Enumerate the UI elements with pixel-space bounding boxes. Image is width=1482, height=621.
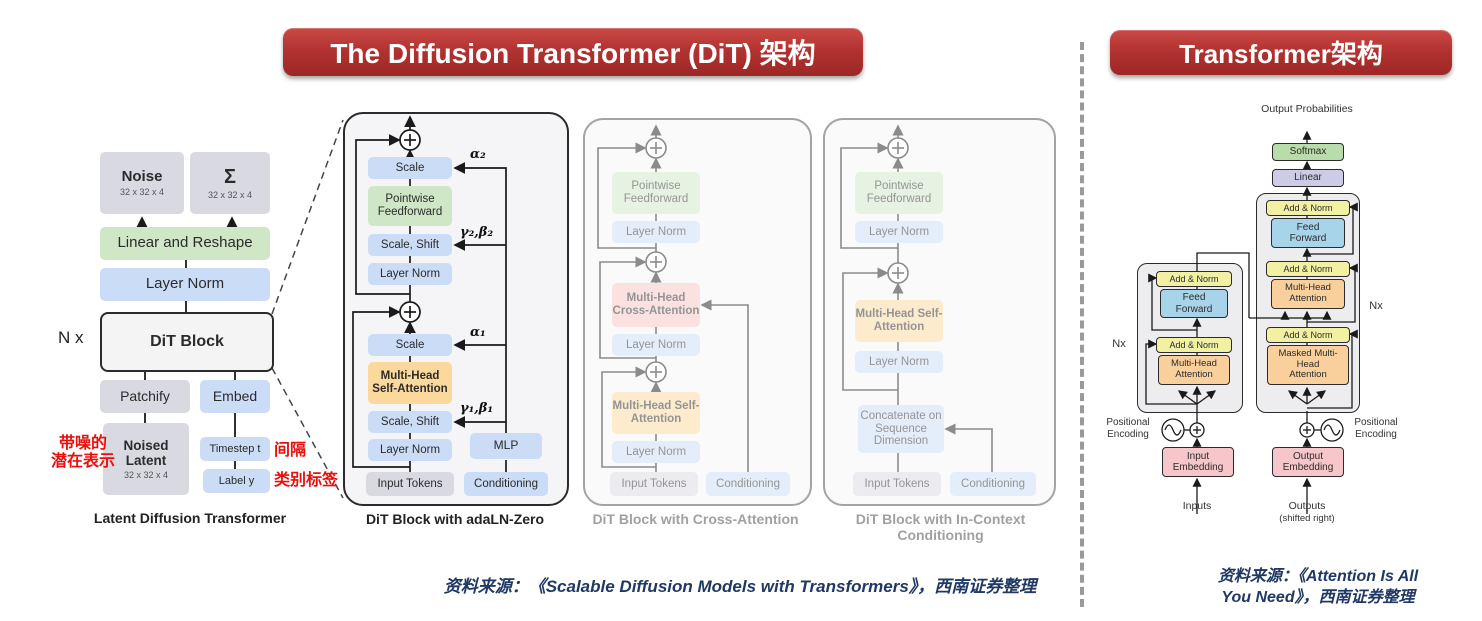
sigma-label: Σ bbox=[223, 166, 236, 189]
multi-head-attention-label: Multi-Head Attention bbox=[1285, 282, 1331, 304]
n-x-label: N x bbox=[58, 328, 84, 347]
decoder-add-norm-mid: Add & Norm bbox=[1266, 261, 1350, 277]
alpha2-label: α₂ bbox=[470, 147, 486, 162]
outputs-line2: (shifted right) bbox=[1279, 512, 1335, 524]
output-probabilities-label: Output Probabilities bbox=[1261, 103, 1353, 115]
label-annotation: 类别标签 bbox=[274, 470, 339, 489]
scale-box-upper: Scale bbox=[368, 157, 452, 179]
masked-mha-label: Masked Multi-Head Attention bbox=[1278, 348, 1338, 381]
layer-norm-box-upper: Layer Norm bbox=[368, 263, 452, 285]
transformer-title-banner: Transformer架构 bbox=[1110, 30, 1452, 75]
nx-label-right: Nx bbox=[1369, 300, 1383, 312]
incontext-pointwise-feedforward-box: Pointwise Feedforward bbox=[855, 172, 943, 214]
mlp-box: MLP bbox=[470, 433, 542, 459]
output-embedding-label: Output Embedding bbox=[1282, 450, 1334, 473]
multi-head-cross-attention-box: Multi-Head Cross-Attention bbox=[612, 283, 700, 327]
encoder-add-norm-top: Add & Norm bbox=[1156, 271, 1232, 287]
embed-box: Embed bbox=[200, 380, 270, 413]
input-tokens-box: Input Tokens bbox=[366, 472, 454, 496]
softmax-box: Softmax bbox=[1272, 143, 1344, 161]
gamma-beta2-label: γ₂,β₂ bbox=[460, 225, 494, 240]
encoder-multi-head-attention-box: Multi-Head Attention bbox=[1158, 355, 1230, 385]
cross-layer-norm-box-1: Layer Norm bbox=[612, 441, 700, 463]
input-embedding-box: Input Embedding bbox=[1162, 447, 1234, 477]
cross-caption: DiT Block with Cross-Attention bbox=[592, 511, 799, 527]
incontext-conditioning-box: Conditioning bbox=[950, 472, 1036, 496]
cross-layer-norm-box-3: Layer Norm bbox=[612, 221, 700, 243]
positional-encoding-label-right: Positional Encoding bbox=[1354, 417, 1398, 440]
source-line1: 资料来源：《Attention Is All bbox=[1217, 568, 1419, 585]
layer-norm-box-lower: Layer Norm bbox=[368, 439, 452, 461]
noised-latent-label: Noised Latent bbox=[123, 438, 169, 469]
encoder-add-norm-bottom: Add & Norm bbox=[1156, 337, 1232, 353]
annotation-line: 带噪的 bbox=[58, 433, 107, 452]
incontext-caption: DiT Block with In-Context Conditioning bbox=[855, 511, 1026, 543]
multi-head-self-attention-box: Multi-Head Self-Attention bbox=[368, 362, 452, 404]
outputs-label: Outputs (shifted right) bbox=[1275, 500, 1339, 524]
masked-multi-head-attention-box: Masked Multi-Head Attention bbox=[1267, 345, 1349, 385]
scale-shift-box-lower: Scale, Shift bbox=[368, 411, 452, 433]
encoder-feed-forward-box: Feed Forward bbox=[1160, 289, 1228, 318]
noised-latent-box: Noised Latent 32 x 32 x 4 bbox=[103, 423, 189, 495]
concatenate-box: Concatenate on Sequence Dimension bbox=[858, 405, 944, 453]
dit-block-box: DiT Block bbox=[100, 312, 274, 372]
decoder-feed-forward-box: Feed Forward bbox=[1271, 218, 1345, 248]
label-y-box: Label y bbox=[203, 469, 270, 493]
cross-layer-norm-box-2: Layer Norm bbox=[612, 334, 700, 356]
decoder-add-norm-top: Add & Norm bbox=[1266, 200, 1350, 216]
sigma-box: Σ 32 x 32 x 4 bbox=[190, 152, 270, 214]
noised-latent-annotation: 带噪的 潜在表示 bbox=[44, 433, 122, 471]
source-line2: You Need》，西南证券整理 bbox=[1221, 588, 1415, 606]
conditioning-box: Conditioning bbox=[464, 472, 548, 496]
pointwise-feedforward-box: Pointwise Feedforward bbox=[368, 186, 452, 226]
alpha1-label: α₁ bbox=[470, 325, 486, 340]
incontext-layer-norm-box-2: Layer Norm bbox=[855, 221, 943, 243]
annotation-line: 潜在表示 bbox=[50, 451, 115, 471]
incontext-self-attention-box: Multi-Head Self-Attention bbox=[855, 300, 943, 342]
sigma-dims: 32 x 32 x 4 bbox=[207, 189, 253, 200]
noised-latent-dims: 32 x 32 x 4 bbox=[123, 469, 169, 480]
incontext-layer-norm-box-1: Layer Norm bbox=[855, 351, 943, 373]
scale-box-lower: Scale bbox=[368, 334, 452, 356]
positional-encoding-label-left: Positional Encoding bbox=[1106, 417, 1150, 440]
layer-norm-box: Layer Norm bbox=[100, 268, 270, 301]
nx-label-left: Nx bbox=[1112, 338, 1126, 350]
section-divider bbox=[1080, 42, 1084, 607]
scale-shift-box-upper: Scale, Shift bbox=[368, 234, 452, 256]
cross-input-tokens-box: Input Tokens bbox=[610, 472, 698, 496]
multi-head-attention-label: Multi-Head Attention bbox=[1171, 358, 1217, 380]
cross-pointwise-feedforward-box: Pointwise Feedforward bbox=[612, 172, 700, 214]
dit-source-citation: 资料来源：《Scalable Diffusion Models with Tra… bbox=[443, 577, 1037, 596]
outputs-line1: Outputs bbox=[1288, 500, 1326, 512]
timestep-annotation: 间隔 bbox=[274, 440, 307, 459]
noise-box: Noise 32 x 32 x 4 bbox=[100, 152, 184, 214]
decoder-add-norm-bottom: Add & Norm bbox=[1266, 327, 1350, 343]
ldt-caption: Latent Diffusion Transformer bbox=[93, 510, 287, 526]
decoder-multi-head-attention-box: Multi-Head Attention bbox=[1271, 279, 1345, 309]
noise-dims: 32 x 32 x 4 bbox=[119, 186, 165, 197]
patchify-box: Patchify bbox=[100, 380, 190, 413]
feed-forward-label: Feed Forward bbox=[1289, 221, 1327, 244]
transformer-source-citation: 资料来源：《Attention Is All You Need》，西南证券整理 bbox=[1170, 567, 1466, 609]
incontext-input-tokens-box: Input Tokens bbox=[853, 472, 941, 496]
cross-self-attention-box: Multi-Head Self-Attention bbox=[612, 392, 700, 434]
gamma-beta1-label: γ₁,β₁ bbox=[460, 401, 494, 416]
inputs-label: Inputs bbox=[1182, 500, 1212, 512]
linear-box: Linear bbox=[1272, 169, 1344, 187]
adaln-caption: DiT Block with adaLN-Zero bbox=[365, 511, 545, 527]
noise-label: Noise bbox=[121, 168, 163, 186]
input-embedding-label: Input Embedding bbox=[1172, 450, 1224, 473]
timestep-box: Timestep t bbox=[200, 437, 270, 461]
cross-conditioning-box: Conditioning bbox=[706, 472, 790, 496]
linear-reshape-box: Linear and Reshape bbox=[100, 227, 270, 260]
feed-forward-label: Feed Forward bbox=[1175, 292, 1213, 315]
output-embedding-box: Output Embedding bbox=[1272, 447, 1344, 477]
dit-title-banner: The Diffusion Transformer (DiT) 架构 bbox=[283, 28, 863, 76]
